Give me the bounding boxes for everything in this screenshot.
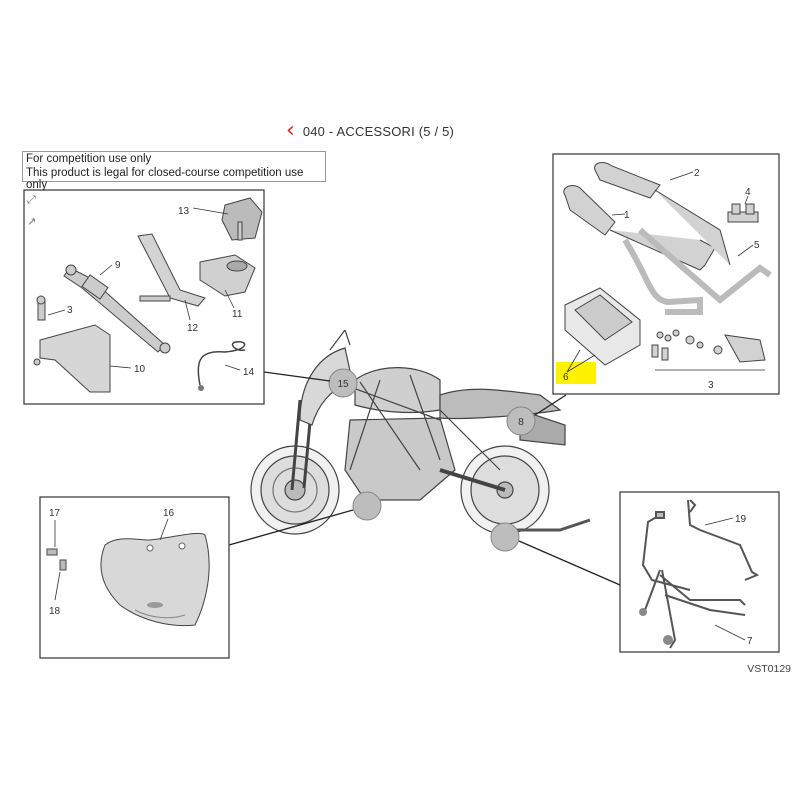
- callout-label-13: 13: [178, 206, 190, 217]
- callout-label-2: 2: [694, 168, 700, 179]
- page-title: 040 - ACCESSORI (5 / 5): [302, 123, 455, 139]
- highlight-6[interactable]: [556, 362, 596, 384]
- detail-box-paddock-stands: 19 7: [619, 491, 780, 653]
- callout-label-15: 15: [337, 379, 349, 390]
- callout-label-11: 11: [232, 309, 243, 320]
- callout-label-10: 10: [134, 364, 146, 375]
- motorcycle-illustration: [250, 329, 591, 535]
- callout-label-4: 4: [745, 187, 751, 198]
- zoom-in-icon[interactable]: ⤢: [27, 193, 36, 206]
- callout-label-19: 19: [735, 514, 747, 525]
- callout-label-1: 1: [624, 210, 630, 221]
- callout-label-9: 9: [115, 260, 121, 271]
- callout-label-8: 8: [518, 417, 524, 428]
- callout-label-18: 18: [49, 606, 61, 617]
- tooltip-line-2: This product is legal for closed-course …: [26, 167, 304, 191]
- chevron-left-icon[interactable]: ‹: [286, 118, 295, 143]
- callout-label-6: 6: [563, 372, 569, 383]
- detail-box-exhaust: 1 2 4 5 6 3: [552, 153, 780, 395]
- callout-label-5: 5: [754, 240, 760, 251]
- leader-lines: [228, 371, 621, 586]
- callout-label-3: 3: [67, 305, 73, 316]
- callout-circle-15: [328, 368, 358, 398]
- callout-circle-8: [506, 406, 536, 436]
- detail-box-belly-pan: 17 18 16: [39, 496, 230, 659]
- detail-box-steering-damper: 9 3 10 10 13 12 11 14: [23, 189, 265, 405]
- callout-label-14: 14: [243, 367, 255, 378]
- callout-label-16: 16: [163, 508, 175, 519]
- drawing-code: VST0129: [747, 663, 791, 675]
- tooltip-line-1: For competition use only: [26, 153, 152, 165]
- callout-label-17: 17: [49, 508, 61, 519]
- competition-tooltip: For competition use only This product is…: [22, 151, 326, 191]
- page-header: ‹ 040 - ACCESSORI (5 / 5): [286, 119, 454, 143]
- callout-circle-lower-rear: [490, 522, 520, 552]
- callout-label-7: 7: [747, 636, 753, 647]
- callout-label-12: 12: [187, 323, 199, 334]
- callout-circle-lower-front: [352, 491, 382, 521]
- callout-label-3b: 3: [708, 380, 714, 391]
- expand-icon[interactable]: ↗: [27, 215, 37, 228]
